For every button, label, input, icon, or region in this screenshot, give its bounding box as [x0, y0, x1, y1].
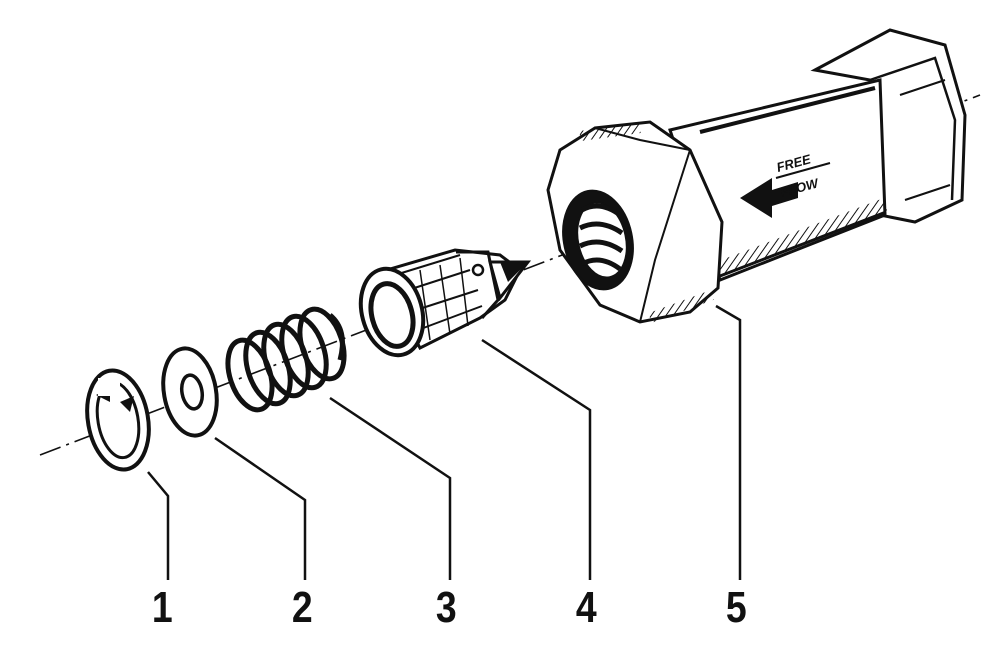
washer-icon — [161, 346, 219, 438]
leader-line-5 — [715, 304, 742, 580]
part-number-5: 5 — [725, 583, 747, 632]
leader-line-2 — [214, 436, 307, 580]
retaining-ring-icon — [85, 368, 151, 472]
leader-line-1 — [147, 471, 170, 580]
part-number-4: 4 — [575, 583, 597, 632]
spring-icon — [225, 306, 347, 413]
leader-line-3 — [329, 396, 452, 580]
free-flow-arrow-icon — [740, 178, 798, 218]
part-number-1: 1 — [151, 583, 173, 632]
valve-body-icon: FREE FLOW — [546, 28, 967, 324]
leader-lines — [147, 304, 742, 580]
poppet-icon — [358, 248, 532, 358]
part-number-2: 2 — [291, 583, 313, 632]
part-number-3: 3 — [435, 583, 457, 632]
leader-line-4 — [481, 338, 592, 580]
